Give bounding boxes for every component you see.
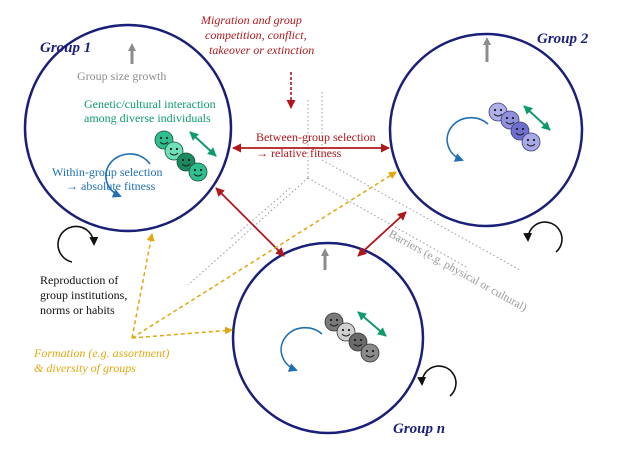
smiley-face-icon [164,141,184,161]
group-2-title: Group 2 [537,31,589,47]
group-2-interaction-arrow [523,105,551,131]
group-1-individuals [154,130,208,182]
group-n-circle [231,241,425,435]
formation-arrow-group-2 [131,171,397,339]
group-1-interaction-arrow [189,131,217,157]
group-2-circle [388,32,584,228]
barrier-line-right-b [321,159,521,271]
genetic-interaction-label-line1: Genetic/cultural interaction [84,97,216,111]
formation-label-line2: & diversity of groups [34,361,136,375]
within-group-label-line1: Within-group selection [52,165,163,179]
group-1-title: Group 1 [40,40,91,56]
between-group-label-line2: → relative fitness [256,146,342,160]
group-n-reproduction-loop [417,365,457,397]
group-1-circle [23,23,233,233]
between-group-2-n-arrow [357,211,407,257]
group-2-reproduction-loop [523,221,563,253]
smiley-face-icon [188,162,208,182]
barriers-label: Barriers (e.g. physical or cultural) [387,228,529,314]
barrier-lines [187,92,521,286]
formation-arrow-group-1 [131,233,155,339]
group-n-title: Group n [393,421,445,437]
within-group-label-line2: → absolute fitness [66,179,156,193]
group-n-swirl-arrow [280,326,323,372]
migration-label-line2: competition, conflict, [205,28,307,42]
group-1-reproduction-loop [57,225,99,263]
formation-arrows [131,171,397,339]
reproduction-label-line1: Reproduction of [40,273,118,287]
smiley-face-icon [360,343,380,363]
group-2-swirl-arrow [446,116,489,162]
migration-label-line1: Migration and group [200,13,302,27]
formation-arrow-group-n [131,326,233,339]
reproduction-label-line3: norms or habits [40,303,115,317]
group-n-interaction-arrow [357,311,387,337]
between-group-1-n-arrow [215,187,285,257]
barrier-line-right [307,177,469,269]
group-2-individuals [488,102,541,152]
formation-label-line1: Formation (e.g. assortment) [33,346,169,360]
migration-label-line3: takeover or extinction [209,43,314,57]
reproduction-label-line2: group institutions, [40,288,127,302]
group-n-individuals [324,312,380,363]
genetic-interaction-label-line2: among diverse individuals [84,111,211,125]
smiley-face-icon [521,132,541,152]
group-1-swirl-arrow [105,153,151,198]
between-group-label-line1: Between-group selection [256,130,376,144]
group-size-growth-label: Group size growth [77,69,166,83]
